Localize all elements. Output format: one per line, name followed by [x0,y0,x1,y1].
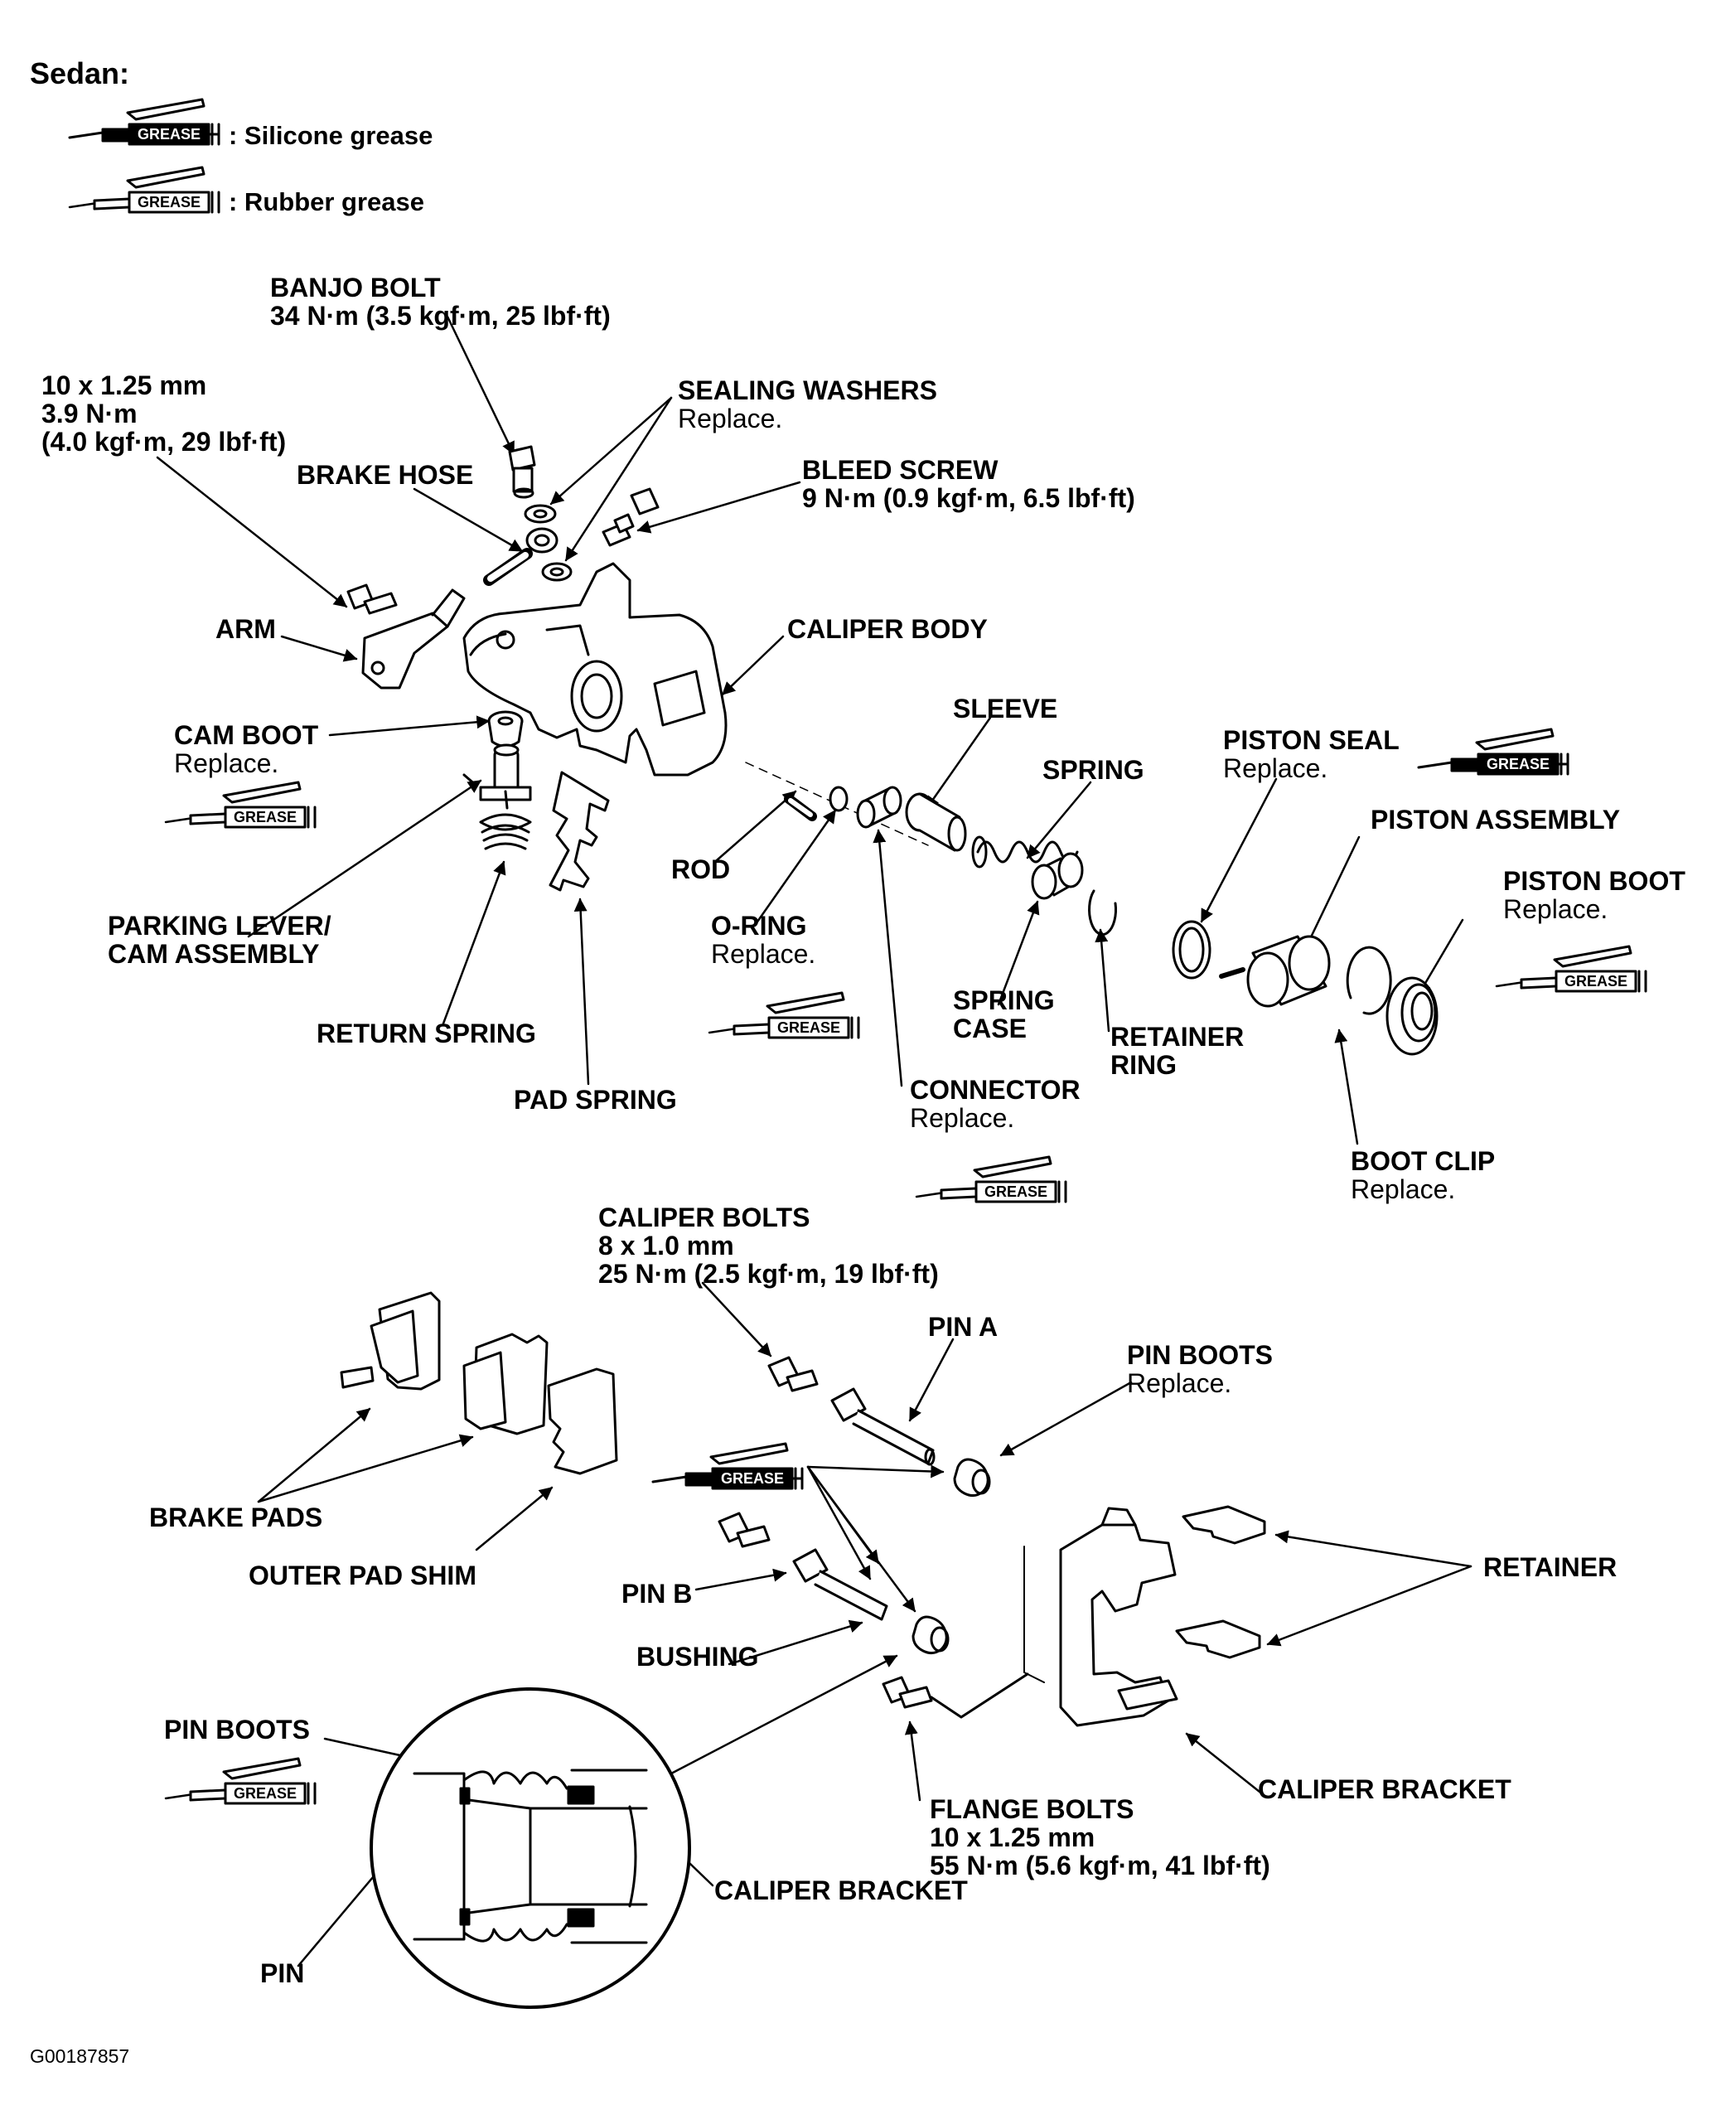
piston-boot-part [1385,976,1439,1056]
rod-part [745,762,929,846]
grease-tag-text: GREASE [1487,756,1550,772]
label-connector: CONNECTOR Replace. [910,1075,1081,1133]
bushing-part [912,1615,950,1655]
brake-pad-inner-part [340,1291,441,1391]
cam-boot-part [487,710,524,748]
grease-tag-text: GREASE [984,1183,1047,1200]
label-piston-boot: PISTON BOOT Replace. [1503,866,1685,924]
label-sleeve: SLEEVE [953,694,1058,723]
label-o-ring: O-RING Replace. [711,911,816,969]
grease-gun-piston-seal [1417,728,1569,776]
label-retainer: RETAINER [1483,1552,1618,1582]
grease-gun-silicone-legend [68,98,220,146]
label-caliper-bolts: CALIPER BOLTS 8 x 1.0 mm 25 N·m (2.5 kgf… [598,1203,939,1289]
label-pad-spring: PAD SPRING [514,1085,677,1115]
pin-boot-top-part [953,1458,991,1498]
grease-gun-pins [651,1442,804,1490]
figure-id: G00187857 [30,2045,130,2067]
outer-pad-shim-part [547,1367,618,1475]
top-bolt-part [346,583,398,615]
label-outer-pad-shim: OUTER PAD SHIM [249,1561,476,1590]
retainer-clip-parts [1175,1505,1266,1659]
label-pin-boots-replace: PIN BOOTS Replace. [1127,1340,1274,1398]
grease-gun-connector [915,1155,1067,1203]
label-bleed-screw: BLEED SCREW 9 N·m (0.9 kgf·m, 6.5 lbf·ft… [802,455,1135,513]
label-piston-assembly: PISTON ASSEMBLY [1371,805,1621,835]
pin-b-part [792,1548,888,1621]
flange-bolt-part [882,1672,1029,1719]
caliper-bolt-top-part [767,1356,819,1392]
grease-gun-piston-boot [1495,945,1647,993]
return-spring-part [479,813,532,850]
brake-hose-part [483,527,559,586]
banjo-bolt-part [508,445,536,499]
label-retainer-ring: RETAINER RING [1110,1022,1245,1080]
retainer-ring-part [1088,889,1118,936]
label-pin-b: PIN B [621,1579,693,1609]
o-ring-part [829,786,849,812]
label-pin: PIN [260,1958,305,1988]
label-piston-seal: PISTON SEAL Replace. [1223,725,1400,783]
label-pin-a: PIN A [928,1312,999,1342]
label-caliper-bracket: CALIPER BRACKET [1258,1774,1511,1804]
label-banjo-bolt: BANJO BOLT 34 N·m (3.5 kgf·m, 25 lbf·ft) [270,273,611,331]
sealing-washer-parts [524,504,573,582]
connector-part [856,786,902,829]
label-spring-case: SPRING CASE [953,985,1055,1043]
parking-lever-cam-part [462,743,532,810]
label-cam-boot: CAM BOOT Replace. [174,720,319,778]
piston-assembly-part [1219,935,1331,1008]
label-brake-pads: BRAKE PADS [149,1503,323,1532]
pad-spring-part [549,771,610,892]
caliper-body-part [462,562,728,777]
brake-pad-outer-part [462,1333,549,1435]
boot-clip-part [1346,946,1392,1015]
grease-tag-text: GREASE [138,126,201,143]
grease-gun-cam-boot [164,781,317,829]
grease-tag-text: GREASE [1564,973,1627,990]
label-return-spring: RETURN SPRING [317,1019,536,1048]
label-bushing: BUSHING [636,1642,759,1672]
legend-silicone-grease: : Silicone grease [229,121,433,150]
label-flange-bolts: FLANGE BOLTS 10 x 1.25 mm 55 N·m (5.6 kg… [930,1794,1270,1880]
label-brake-hose: BRAKE HOSE [297,460,474,490]
caliper-bracket-part [1023,1507,1178,1727]
label-parking-lever-cam-assembly: PARKING LEVER/ CAM ASSEMBLY [108,911,331,969]
label-rod: ROD [671,854,731,884]
bleed-screw-part [602,487,660,547]
grease-gun-pin-boots-detail [164,1757,317,1805]
label-arm: ARM [215,614,276,644]
grease-tag-text: GREASE [234,809,297,825]
leader-lines [156,315,1472,1967]
label-arm-bolt: 10 x 1.25 mm 3.9 N·m (4.0 kgf·m, 29 lbf·… [41,370,287,457]
pin-boot-detail-view [370,1687,691,2009]
arm-part [361,588,466,690]
label-sealing-washers: SEALING WASHERS Replace. [678,375,937,433]
grease-gun-o-ring [708,991,860,1039]
label-spring: SPRING [1042,755,1144,785]
grease-tag-text: GREASE [234,1785,297,1802]
spring-case-part [1031,852,1084,900]
sleeve-part [905,792,967,852]
label-pin-boots-detail: PIN BOOTS [164,1715,311,1745]
caliper-bolt-lower-part [718,1512,771,1548]
page-title: Sedan: [30,56,130,90]
spring-part [971,835,1079,869]
grease-gun-rubber-legend [68,166,220,214]
label-caliper-body: CALIPER BODY [787,614,988,644]
label-boot-clip: BOOT CLIP Replace. [1351,1146,1496,1204]
pin-a-part [830,1387,936,1466]
piston-seal-part [1172,920,1211,980]
label-caliper-bracket-detail: CALIPER BRACKET [714,1875,968,1905]
grease-tag-text: GREASE [138,194,201,211]
legend-rubber-grease: : Rubber grease [229,187,425,216]
grease-tag-text: GREASE [777,1019,840,1036]
grease-tag-text: GREASE [721,1470,784,1487]
